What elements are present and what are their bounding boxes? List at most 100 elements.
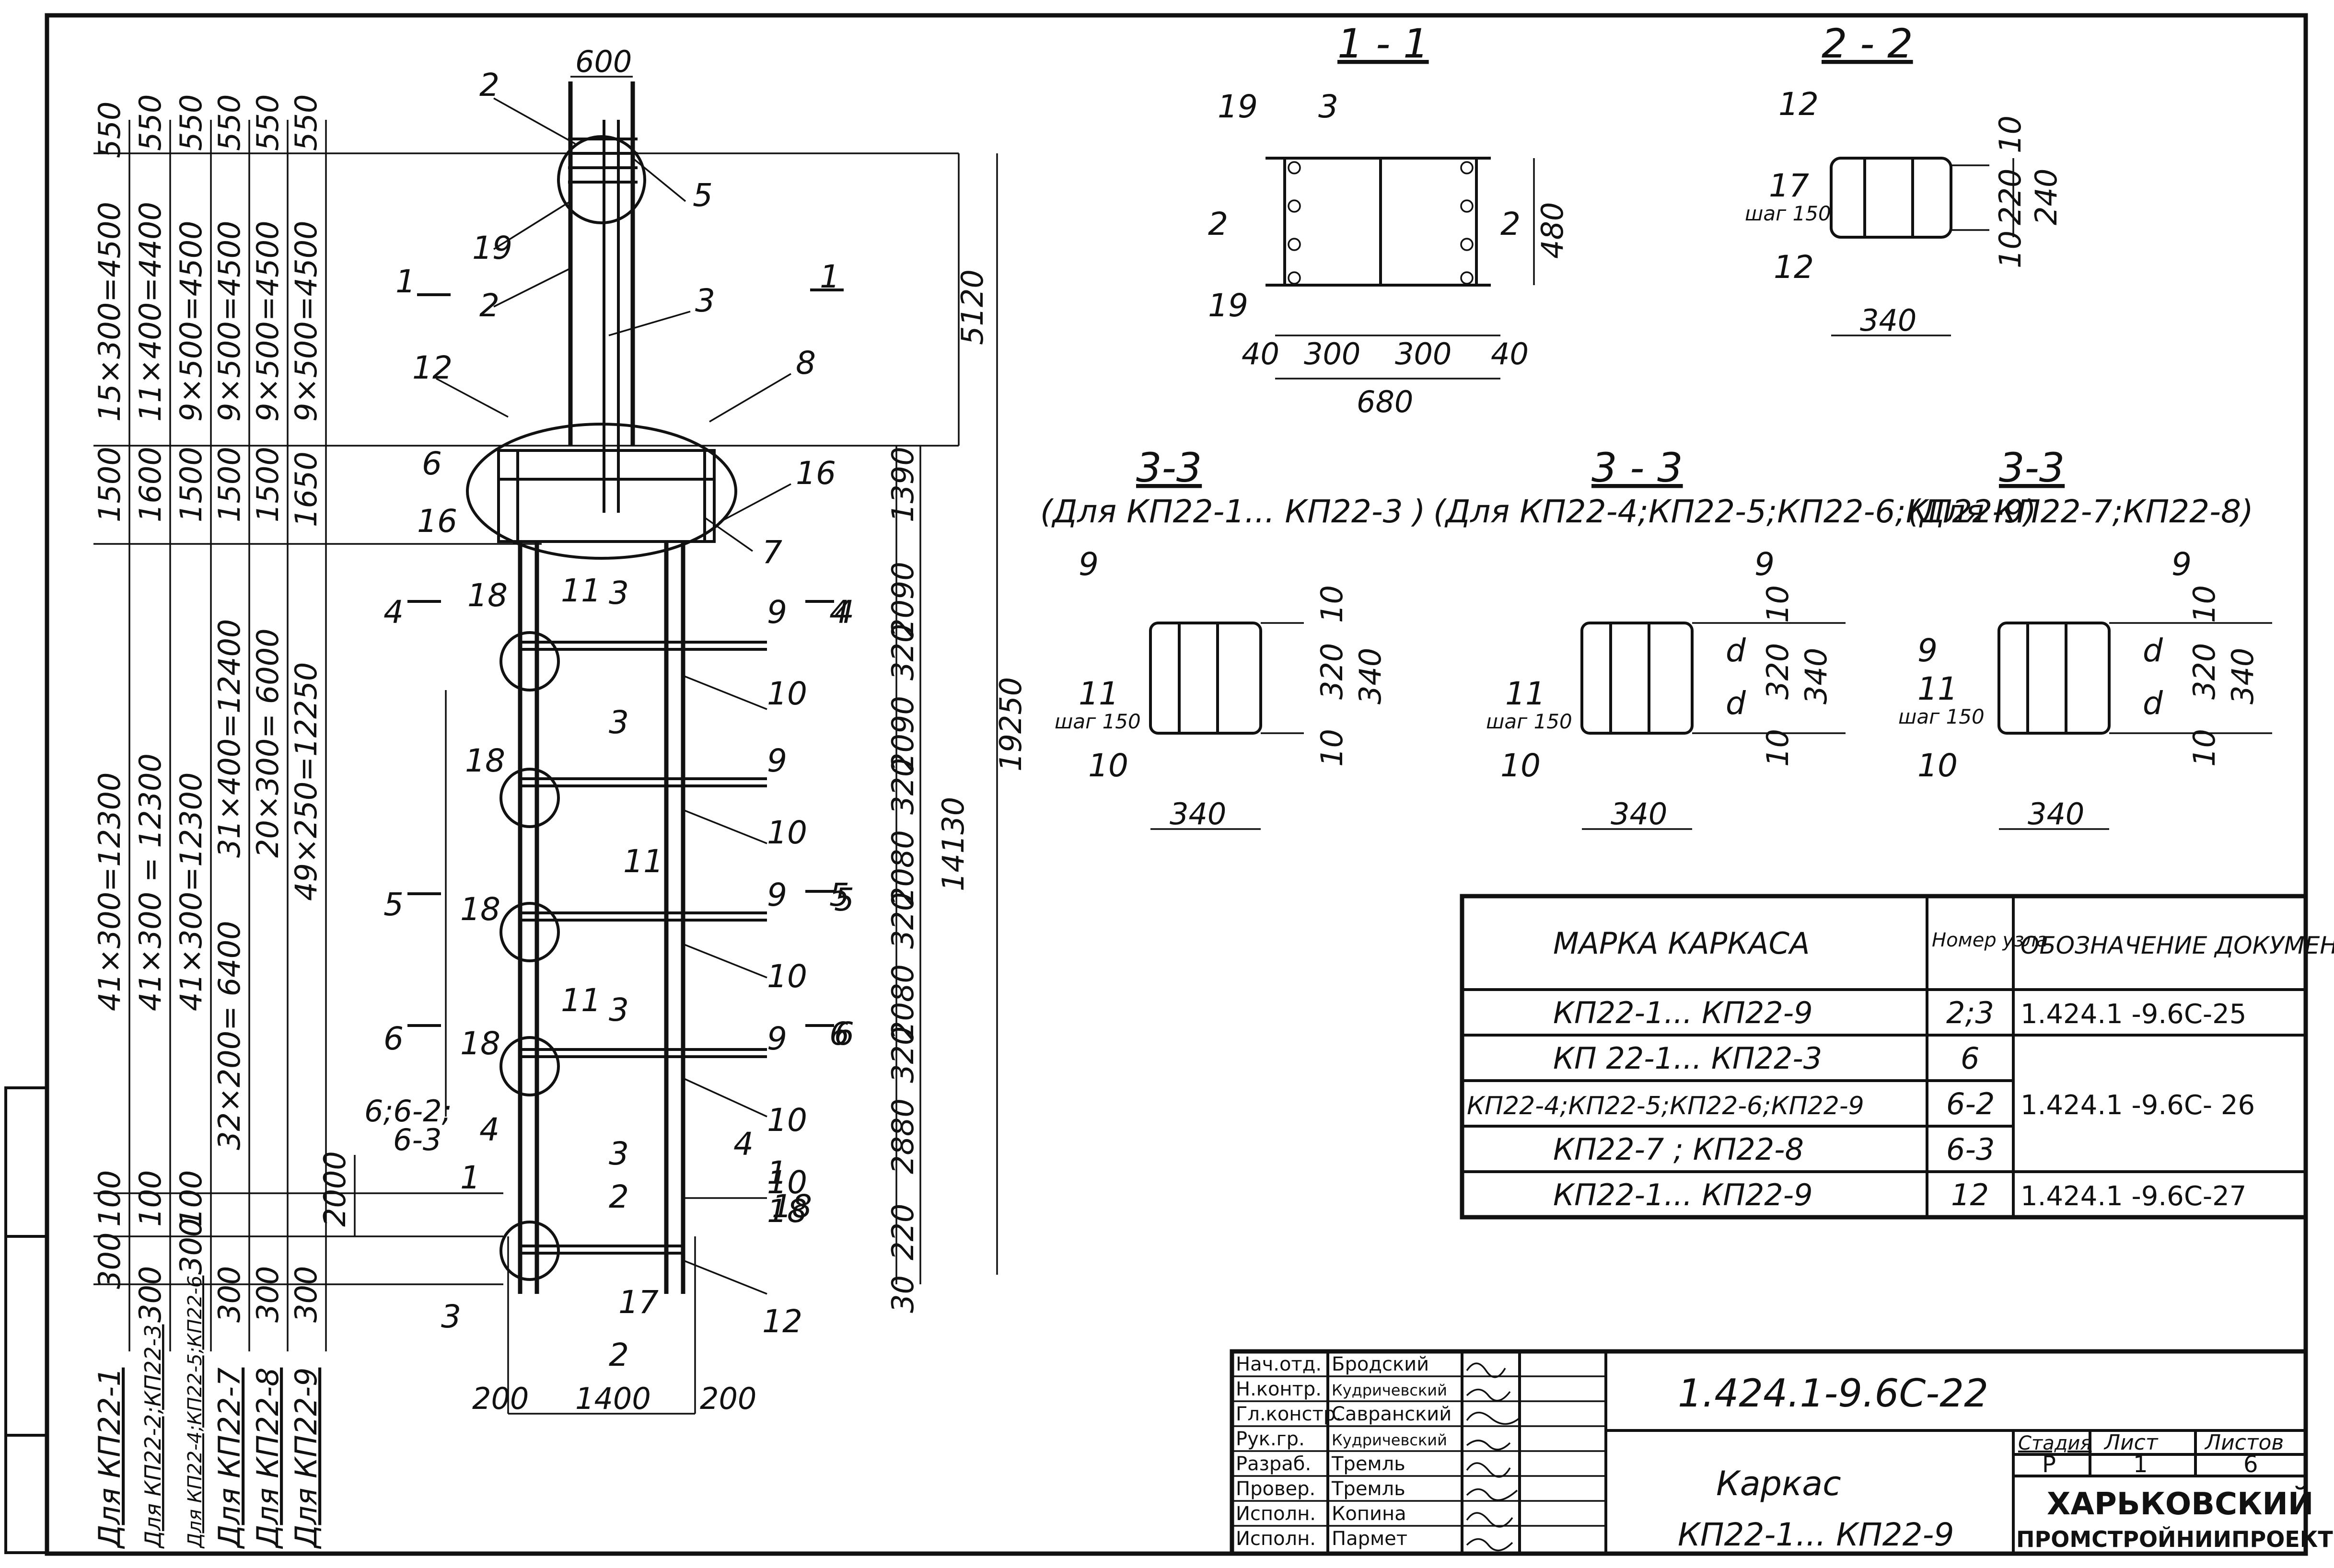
role-1: Нач.отд. bbox=[1236, 1353, 1322, 1375]
s33b-subtitle: (Для КП22-4;КП22-5;КП22-6;КП22-9) bbox=[1433, 493, 2036, 530]
s33a-label-11: 11 bbox=[1079, 675, 1119, 712]
s33a-title: 3-3 bbox=[1136, 444, 1202, 491]
seg-320a: 320 bbox=[885, 624, 920, 680]
spec-header-node: Номер узла bbox=[1932, 929, 2048, 951]
s33c-step: шаг 150 bbox=[1898, 705, 1985, 728]
s33c-dim-340h: 340 bbox=[2028, 796, 2084, 831]
s11-dim-480: 480 bbox=[1535, 202, 1570, 259]
s33c-label-d2: d bbox=[2143, 685, 2163, 722]
pos-label-44: 18 bbox=[772, 1188, 812, 1225]
role-3: Гл.констр. bbox=[1236, 1403, 1342, 1425]
pos-label-7: 6 bbox=[422, 445, 442, 482]
s22-dim-10b: 10 bbox=[1993, 231, 2028, 268]
dim-c1-2: 15×300=4500 bbox=[92, 202, 127, 422]
s22-dim-240: 240 bbox=[2029, 169, 2064, 225]
dim-c6-3: 1650 bbox=[289, 451, 324, 527]
dim-c2-5: 300 bbox=[133, 1266, 168, 1323]
dim-c4-5: 32×200= 6400 bbox=[212, 921, 247, 1150]
s33a-dim-10a: 10 bbox=[1314, 585, 1349, 623]
dim-c1-5: 300 bbox=[92, 1233, 127, 1289]
sheet-frame bbox=[45, 13, 2308, 1556]
left-dim-col-6: 550 9×500=4500 1650 49×250=12250 300 bbox=[289, 94, 324, 1323]
section-2-2-title: 2 - 2 bbox=[1822, 20, 1913, 67]
seg-30: 30 bbox=[885, 1275, 920, 1313]
seg-320b: 320 bbox=[885, 758, 920, 815]
dim-c3-6: 100 bbox=[174, 1170, 209, 1227]
pos-label-11: 18 bbox=[467, 577, 508, 614]
dim-c3-5: 300 bbox=[174, 1218, 209, 1275]
spec-header-mark: МАРКА КАРКАСА bbox=[1553, 926, 1810, 961]
role-7: Исполн. bbox=[1236, 1503, 1316, 1525]
top-width-dim: 600 bbox=[575, 44, 632, 79]
stage-value: Р bbox=[2042, 1451, 2056, 1478]
seg-2090b: 2090 bbox=[885, 696, 920, 772]
s33a-dim-320: 320 bbox=[1314, 643, 1349, 700]
pos-label-15: 4 bbox=[829, 594, 849, 631]
dim-c2-1: 550 bbox=[133, 94, 168, 151]
s11-label-19a: 19 bbox=[1218, 88, 1258, 125]
spec-r5-doc: 1.424.1 -9.6С-27 bbox=[2020, 1181, 2246, 1212]
org-line-2: ПРОМСТРОЙНИИПРОЕКТ bbox=[2016, 1526, 2333, 1552]
cut-5-right: 5 bbox=[834, 881, 854, 918]
s33c-title: 3-3 bbox=[1999, 444, 2065, 491]
dim-c2-4: 41×300 = 12300 bbox=[133, 753, 168, 1011]
pos-label-1: 5 bbox=[693, 177, 713, 214]
s22-label-17: 17 bbox=[1769, 167, 1809, 204]
spec-r1-node: 2;3 bbox=[1946, 995, 1994, 1030]
s11-dim-680: 680 bbox=[1357, 384, 1413, 419]
left-dimension-columns bbox=[93, 120, 959, 1351]
seg-320c: 320 bbox=[885, 892, 920, 949]
pos-label-34: 10 bbox=[767, 1164, 807, 1201]
s33b-label-11: 11 bbox=[1505, 675, 1545, 712]
role-4: Рук.гр. bbox=[1236, 1428, 1305, 1450]
pos-label-35: 3 bbox=[609, 1135, 629, 1172]
s33b-dim-340h: 340 bbox=[1611, 796, 1667, 831]
pos-label-8: 16 bbox=[796, 455, 836, 492]
spec-r5-node: 12 bbox=[1951, 1177, 1989, 1212]
role-8: Исполн. bbox=[1236, 1528, 1316, 1550]
s11-dim-40b: 40 bbox=[1491, 336, 1529, 371]
s33b-title: 3 - 3 bbox=[1591, 444, 1683, 491]
pos-label-22: 11 bbox=[623, 843, 663, 880]
org-line-1: ХАРЬКОВСКИЙ bbox=[2047, 1486, 2313, 1522]
bottom-dim-3: 200 bbox=[700, 1381, 756, 1416]
pos-label-17: 3 bbox=[609, 704, 629, 741]
s33b-label-9: 9 bbox=[1754, 546, 1775, 583]
pos-label-32: 4 bbox=[479, 1111, 499, 1148]
variant-1: Для КП22-1 bbox=[92, 1368, 127, 1549]
s33a-dim-10b: 10 bbox=[1314, 729, 1349, 767]
spec-r4-mark: КП22-7 ; КП22-8 bbox=[1553, 1132, 1804, 1167]
seg-2080b: 2080 bbox=[885, 964, 920, 1040]
designation: 1.424.1-9.6С-22 bbox=[1678, 1371, 1988, 1416]
title-line-2: КП22-1... КП22-9 bbox=[1678, 1516, 1954, 1553]
main-right-dims: 5120 19250 14130 1390 2090 320 2090 320 … bbox=[885, 153, 1028, 1313]
seg-320d: 320 bbox=[885, 1026, 920, 1083]
s33b-step: шаг 150 bbox=[1486, 710, 1572, 733]
pos-label-20: 10 bbox=[767, 814, 807, 851]
s33c-dim-340v: 340 bbox=[2225, 648, 2260, 704]
s22-dim-340: 340 bbox=[1860, 303, 1916, 338]
sheets-value: 6 bbox=[2243, 1451, 2258, 1478]
s33c-label-11: 11 bbox=[1917, 670, 1958, 707]
dim-c5-5: 300 bbox=[250, 1266, 285, 1323]
s33c-label-9b: 9 bbox=[1917, 632, 1938, 669]
pos-label-3: 2 bbox=[479, 287, 499, 324]
main-elevation: 600 200 1400 200 bbox=[436, 44, 791, 1416]
s33a-label-9: 9 bbox=[1079, 546, 1099, 583]
section-1-1-title: 1 - 1 bbox=[1337, 20, 1429, 67]
name-3: Савранский bbox=[1332, 1403, 1451, 1425]
note-6-3: 6-3 bbox=[393, 1122, 441, 1157]
seg-2080a: 2080 bbox=[885, 830, 920, 906]
dim-c4-4: 31×400=12400 bbox=[212, 619, 247, 858]
name-2: Кудричевский bbox=[1332, 1381, 1447, 1399]
pos-label-29: 9 bbox=[767, 1020, 787, 1057]
variant-4: Для КП22-7 bbox=[212, 1368, 247, 1549]
pos-label-42: 3 bbox=[441, 1298, 461, 1335]
spec-r3-mark: КП22-4;КП22-5;КП22-6;КП22-9 bbox=[1467, 1092, 1864, 1120]
pos-label-36: 1 bbox=[460, 1159, 480, 1196]
s22-label-12a: 12 bbox=[1778, 86, 1819, 123]
variant-labels: Для КП22-1 Для КП22-2;КП22-3 Для КП22-4;… bbox=[92, 1276, 324, 1549]
s11-dim-300b: 300 bbox=[1395, 336, 1451, 371]
stage-label: Стадия bbox=[2018, 1432, 2091, 1454]
cut-6-left: 6 bbox=[383, 1020, 404, 1057]
